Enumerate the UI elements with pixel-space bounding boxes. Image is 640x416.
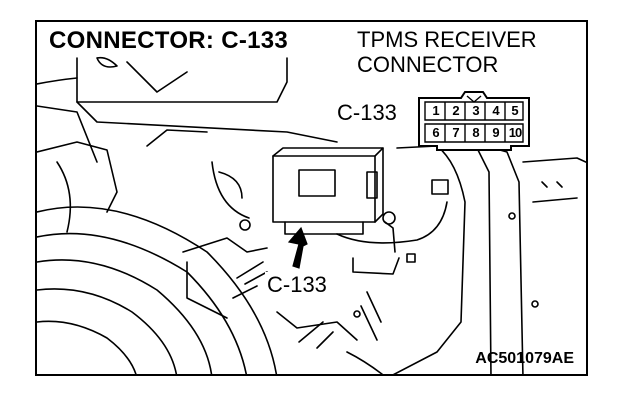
pin-9: 9 xyxy=(492,125,500,140)
module-callout-label: C-133 xyxy=(265,272,329,298)
pin-3: 3 xyxy=(472,103,480,118)
connector-face-label: C-133 xyxy=(337,100,397,125)
drawing-code: AC501079AE xyxy=(475,350,574,367)
pin-1: 1 xyxy=(432,103,440,118)
vehicle-illustration xyxy=(37,56,586,374)
pin-6: 6 xyxy=(432,125,440,140)
pin-8: 8 xyxy=(472,125,480,140)
subtitle-line-1: TPMS RECEIVER xyxy=(357,27,537,52)
page-title: CONNECTOR: C-133 xyxy=(49,27,289,54)
diagram-frame: CONNECTOR: C-133 TPMS RECEIVER CONNECTOR… xyxy=(35,20,588,376)
pin-4: 4 xyxy=(492,103,500,118)
subtitle-line-2: CONNECTOR xyxy=(357,52,499,77)
connector-description: TPMS RECEIVER CONNECTOR xyxy=(357,27,537,77)
pin-10: 10 xyxy=(508,125,522,140)
pin-5: 5 xyxy=(511,103,519,118)
pin-2: 2 xyxy=(452,103,460,118)
pin-7: 7 xyxy=(452,125,460,140)
